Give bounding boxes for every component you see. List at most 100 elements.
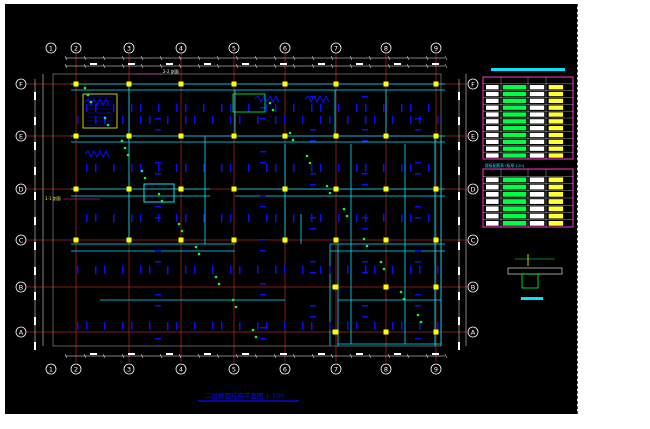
dim-tick	[292, 63, 296, 69]
dim-label-side	[34, 317, 36, 325]
table-cell-rebar	[529, 112, 545, 117]
axis-bubble-label: 7	[334, 366, 338, 374]
axis-bubble	[15, 326, 27, 338]
table-cell-note	[548, 132, 564, 138]
beam-mark	[140, 266, 142, 274]
beam-mark	[374, 322, 376, 330]
beam-mark	[392, 266, 394, 274]
beam-mark	[260, 118, 266, 120]
axis-bubble	[70, 42, 82, 54]
column-mark	[383, 133, 389, 139]
table-cell-size	[502, 153, 527, 158]
beam-mark	[113, 104, 115, 112]
beam-mark	[266, 214, 268, 222]
rebar-dot	[177, 222, 181, 226]
rebar-dot	[194, 245, 198, 249]
beam-mark	[437, 322, 439, 330]
dim-label-side	[458, 192, 460, 200]
column-mark	[73, 237, 79, 243]
beam-mark	[95, 266, 97, 274]
beam-mark	[362, 228, 368, 230]
dim-tick	[368, 63, 372, 69]
table-cell-id	[486, 177, 499, 183]
dim-label-side	[34, 92, 36, 100]
rebar-dot	[217, 282, 221, 286]
beam-mark	[419, 116, 421, 124]
beam-mark	[86, 164, 88, 172]
dim-tick	[425, 63, 429, 69]
table-cell-size	[502, 184, 527, 190]
beam-mark	[311, 322, 313, 330]
beam-mark	[415, 338, 421, 340]
column-mark	[333, 133, 339, 139]
dim-tick	[64, 353, 68, 359]
beam-mark	[260, 294, 266, 296]
beam-mark	[176, 164, 178, 172]
beam-mark	[302, 322, 304, 330]
axis-bubble-label: 7	[334, 45, 338, 53]
dim-tick	[235, 63, 239, 69]
dim-tick	[311, 353, 315, 359]
column-mark	[231, 237, 237, 243]
beam-mark	[155, 261, 161, 263]
beam-mark	[374, 116, 376, 124]
dim-tick	[273, 55, 277, 61]
rebar-dot	[342, 207, 346, 211]
axis-bubble	[228, 363, 240, 375]
opening-detail	[143, 183, 175, 203]
beam-mark	[320, 266, 322, 274]
column-mark	[332, 329, 338, 335]
table-cell-note	[548, 119, 564, 124]
beam-mark	[410, 266, 412, 274]
rebar-dot	[251, 328, 255, 332]
rebar-dot	[83, 86, 87, 90]
dim-tick	[121, 55, 125, 61]
column-mark	[178, 237, 184, 243]
detail-blocks	[63, 73, 266, 203]
table-cell-rebar	[529, 98, 545, 104]
axis-bubble	[467, 78, 479, 90]
beam-mark	[260, 107, 266, 109]
table-cell-rebar	[529, 105, 545, 110]
beam-mark	[260, 206, 266, 208]
beam-mark	[122, 266, 124, 274]
table-cell-rebar	[529, 85, 545, 90]
beam-mark	[410, 116, 412, 124]
beam-mark	[311, 104, 313, 112]
beam-mark	[131, 164, 133, 172]
table-cell-rebar	[529, 132, 545, 138]
beam-mark	[158, 164, 160, 172]
dim-tick	[406, 55, 410, 61]
dim-tick	[197, 63, 201, 69]
axis-bubble-label: A	[19, 329, 24, 337]
table-cell-id	[486, 199, 499, 204]
column-mark	[383, 81, 389, 87]
column-mark	[383, 329, 389, 335]
beam-mark	[104, 322, 106, 330]
column-mark	[333, 81, 339, 87]
beam-mark	[77, 116, 79, 124]
dim-label-side	[458, 142, 460, 150]
table-cell-id	[486, 126, 499, 131]
axis-bubble	[467, 281, 479, 293]
rebar-dot	[345, 214, 349, 218]
beam-mark	[257, 322, 259, 330]
dim-tick	[368, 353, 372, 359]
beam-mark	[310, 305, 316, 307]
beam-mark	[113, 164, 115, 172]
beam-mark	[266, 164, 268, 172]
dim-label-side	[458, 292, 460, 300]
rebar-dot	[365, 244, 369, 248]
beam-mark	[140, 116, 142, 124]
beam-mark	[311, 164, 313, 172]
beam-mark	[356, 164, 358, 172]
rebar-dot	[89, 100, 93, 104]
beam-mark	[392, 322, 394, 330]
table-cell-rebar	[529, 119, 545, 124]
beam-mark	[365, 104, 367, 112]
dim-tick	[349, 55, 353, 61]
beam-mark	[362, 184, 368, 186]
table-cell-id	[486, 206, 499, 212]
